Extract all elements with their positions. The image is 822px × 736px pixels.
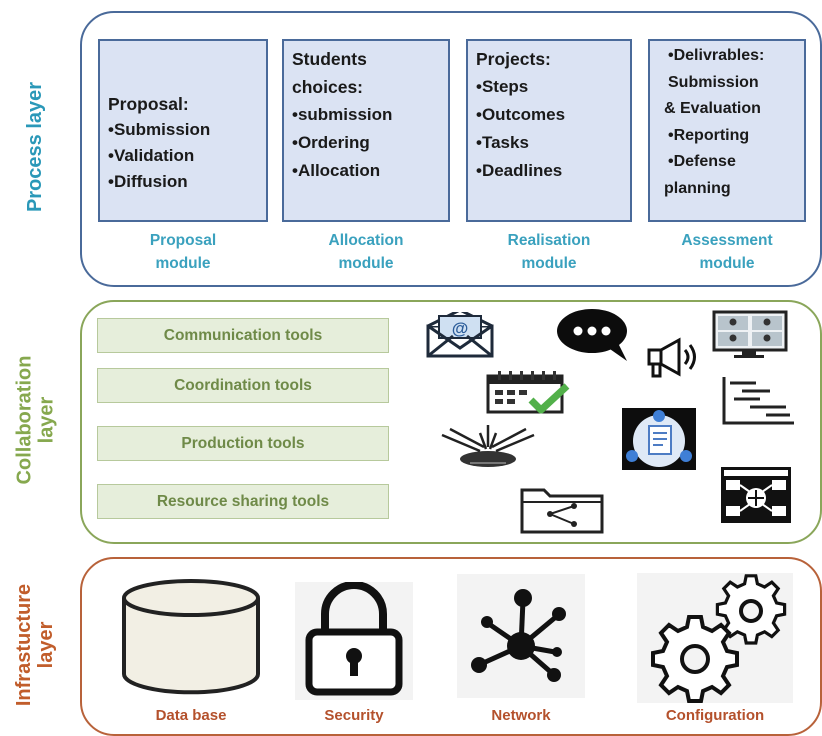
collaboration-label-line2: layer	[35, 396, 58, 444]
module-item: •Reporting	[668, 126, 750, 144]
caption-line: module	[521, 255, 577, 272]
collaboration-layer-label-text: Collaboration layer	[13, 356, 57, 485]
module-item: Submission	[668, 73, 759, 91]
caption-line: module	[155, 255, 211, 272]
caption-line: module	[699, 255, 755, 272]
infra-label-configuration: Configuration	[665, 707, 765, 724]
chat-bubble-icon	[557, 309, 627, 361]
assessment-module-box: •Delivrables: Submission & Evaluation •R…	[648, 39, 806, 222]
realisation-module-caption: Realisation module	[466, 229, 632, 275]
infrastructure-layer-label-text: Infrastucture layer	[13, 583, 57, 705]
caption-line: Assessment	[681, 232, 773, 249]
caption-line: Proposal	[149, 232, 217, 249]
module-title: Projects:	[476, 49, 551, 69]
shared-document-icon	[622, 408, 696, 470]
infrastructure-label-line2: layer	[35, 621, 57, 668]
shared-folder-icon	[520, 488, 604, 534]
collaboration-hands-icon	[441, 425, 535, 467]
module-title: Proposal:	[108, 94, 189, 114]
collaboration-label-line1: Collaboration	[13, 355, 36, 485]
infra-label-database: Data base	[155, 707, 227, 724]
infrastructure-label-line1: Infrastucture	[13, 583, 35, 706]
module-title: Students	[292, 49, 367, 69]
caption-line: module	[338, 255, 394, 272]
process-layer: Proposal: •Submission •Validation •Diffu…	[80, 11, 822, 287]
workflow-diagram-icon	[721, 467, 791, 523]
collaboration-layer-label: Collaboration layer	[0, 300, 70, 540]
proposal-module-box: Proposal: •Submission •Validation •Diffu…	[98, 39, 268, 222]
infrastructure-layer-label: Infrastucture layer	[0, 557, 70, 732]
gears-icon	[637, 573, 793, 703]
module-item: & Evaluation	[664, 100, 761, 117]
svg-text:@: @	[452, 319, 469, 338]
tool-resource-sharing: Resource sharing tools	[97, 484, 389, 519]
infra-label-security: Security	[324, 707, 384, 724]
network-icon	[457, 574, 585, 698]
module-title: choices:	[292, 77, 363, 97]
module-item: •Submission	[108, 120, 211, 139]
assessment-module-caption: Assessment module	[648, 229, 806, 275]
infra-label-network: Network	[491, 707, 551, 724]
realisation-module-box: Projects: •Steps •Outcomes •Tasks •Deadl…	[466, 39, 632, 222]
tool-production: Production tools	[97, 426, 389, 461]
module-item: •Diffusion	[108, 172, 188, 191]
calendar-check-icon	[486, 371, 570, 414]
gantt-chart-icon	[722, 377, 794, 425]
module-item: •Defense	[668, 153, 736, 170]
proposal-module-caption: Proposal module	[98, 229, 268, 275]
module-item: •Deadlines	[476, 161, 563, 180]
process-layer-label: Process layer	[0, 11, 70, 283]
tool-communication: Communication tools	[97, 318, 389, 353]
email-icon: @	[426, 312, 494, 358]
caption-line: Allocation	[328, 232, 404, 249]
module-item: •submission	[292, 105, 393, 124]
module-item: •Outcomes	[476, 105, 566, 124]
allocation-module-caption: Allocation module	[282, 229, 450, 275]
module-item: •Allocation	[292, 161, 381, 180]
megaphone-icon	[647, 337, 696, 378]
allocation-module-box: Students choices: •submission •Ordering …	[282, 39, 450, 222]
module-item: •Validation	[108, 146, 195, 165]
module-item: •Steps	[476, 77, 529, 96]
module-item: planning	[664, 179, 731, 197]
process-layer-label-text: Process layer	[24, 81, 47, 213]
module-item: •Delivrables:	[668, 47, 765, 64]
module-item: •Ordering	[292, 133, 370, 152]
tool-coordination: Coordination tools	[97, 368, 389, 403]
database-icon	[122, 579, 260, 695]
module-item: •Tasks	[476, 133, 529, 152]
video-conference-icon	[712, 310, 788, 358]
lock-icon	[295, 582, 413, 700]
caption-line: Realisation	[507, 232, 591, 249]
